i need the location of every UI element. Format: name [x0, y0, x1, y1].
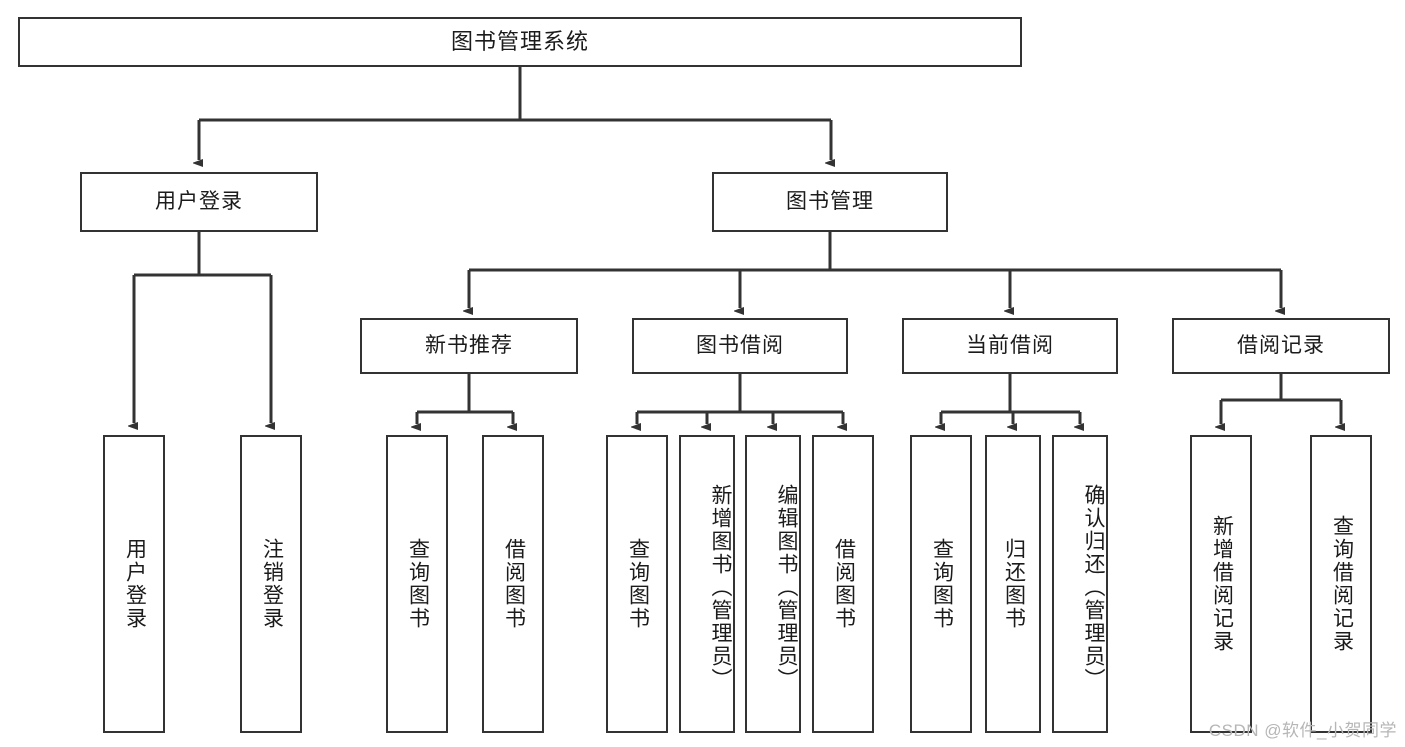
node-new-book-recommend-label: 新书推荐	[425, 334, 513, 358]
node-leaf-confirm-return-admin[interactable]: 确认归还（管理员）	[1052, 435, 1108, 733]
node-root[interactable]: 图书管理系统	[18, 17, 1022, 67]
node-book-management-label: 图书管理	[786, 190, 874, 214]
node-leaf-query-book-borrow-label: 查询图书	[626, 538, 650, 630]
node-leaf-edit-book-admin[interactable]: 编辑图书（管理员）	[745, 435, 801, 733]
node-current-borrow[interactable]: 当前借阅	[902, 318, 1118, 374]
node-book-borrow-label: 图书借阅	[696, 334, 784, 358]
node-leaf-query-book-borrow[interactable]: 查询图书	[606, 435, 668, 733]
node-current-borrow-label: 当前借阅	[966, 334, 1054, 358]
node-leaf-query-borrow-record-label: 查询借阅记录	[1330, 515, 1354, 653]
node-leaf-borrow-book[interactable]: 借阅图书	[812, 435, 874, 733]
node-leaf-user-login[interactable]: 用户登录	[103, 435, 165, 733]
node-leaf-add-book-admin[interactable]: 新增图书（管理员）	[679, 435, 735, 733]
node-leaf-return-book-label: 归还图书	[1002, 538, 1026, 630]
node-user-login[interactable]: 用户登录	[80, 172, 318, 232]
node-borrow-record[interactable]: 借阅记录	[1172, 318, 1390, 374]
node-leaf-logout-login-label: 注销登录	[260, 538, 284, 630]
node-leaf-add-borrow-record[interactable]: 新增借阅记录	[1190, 435, 1252, 733]
node-leaf-add-borrow-record-label: 新增借阅记录	[1210, 515, 1234, 653]
node-book-borrow[interactable]: 图书借阅	[632, 318, 848, 374]
node-leaf-query-book-recommend[interactable]: 查询图书	[386, 435, 448, 733]
node-leaf-query-borrow-record[interactable]: 查询借阅记录	[1310, 435, 1372, 733]
csdn-watermark: CSDN @软件_小贺同学	[1208, 721, 1397, 740]
node-leaf-borrow-book-label: 借阅图书	[832, 538, 856, 630]
node-leaf-query-book-recommend-label: 查询图书	[406, 538, 430, 630]
node-leaf-query-book-current[interactable]: 查询图书	[910, 435, 972, 733]
node-leaf-borrow-book-recommend-label: 借阅图书	[502, 538, 526, 630]
node-leaf-return-book[interactable]: 归还图书	[985, 435, 1041, 733]
node-root-label: 图书管理系统	[450, 28, 589, 54]
node-leaf-query-book-current-label: 查询图书	[930, 538, 954, 630]
node-leaf-borrow-book-recommend[interactable]: 借阅图书	[482, 435, 544, 733]
node-leaf-confirm-return-admin-label: 确认归还（管理员）	[1082, 483, 1105, 691]
node-borrow-record-label: 借阅记录	[1237, 334, 1325, 358]
node-leaf-user-login-label: 用户登录	[123, 538, 147, 630]
node-user-login-label: 用户登录	[155, 190, 243, 214]
node-book-management[interactable]: 图书管理	[712, 172, 948, 232]
node-leaf-add-book-admin-label: 新增图书（管理员）	[709, 483, 732, 691]
node-new-book-recommend[interactable]: 新书推荐	[360, 318, 578, 374]
node-leaf-logout-login[interactable]: 注销登录	[240, 435, 302, 733]
node-leaf-edit-book-admin-label: 编辑图书（管理员）	[775, 483, 798, 691]
